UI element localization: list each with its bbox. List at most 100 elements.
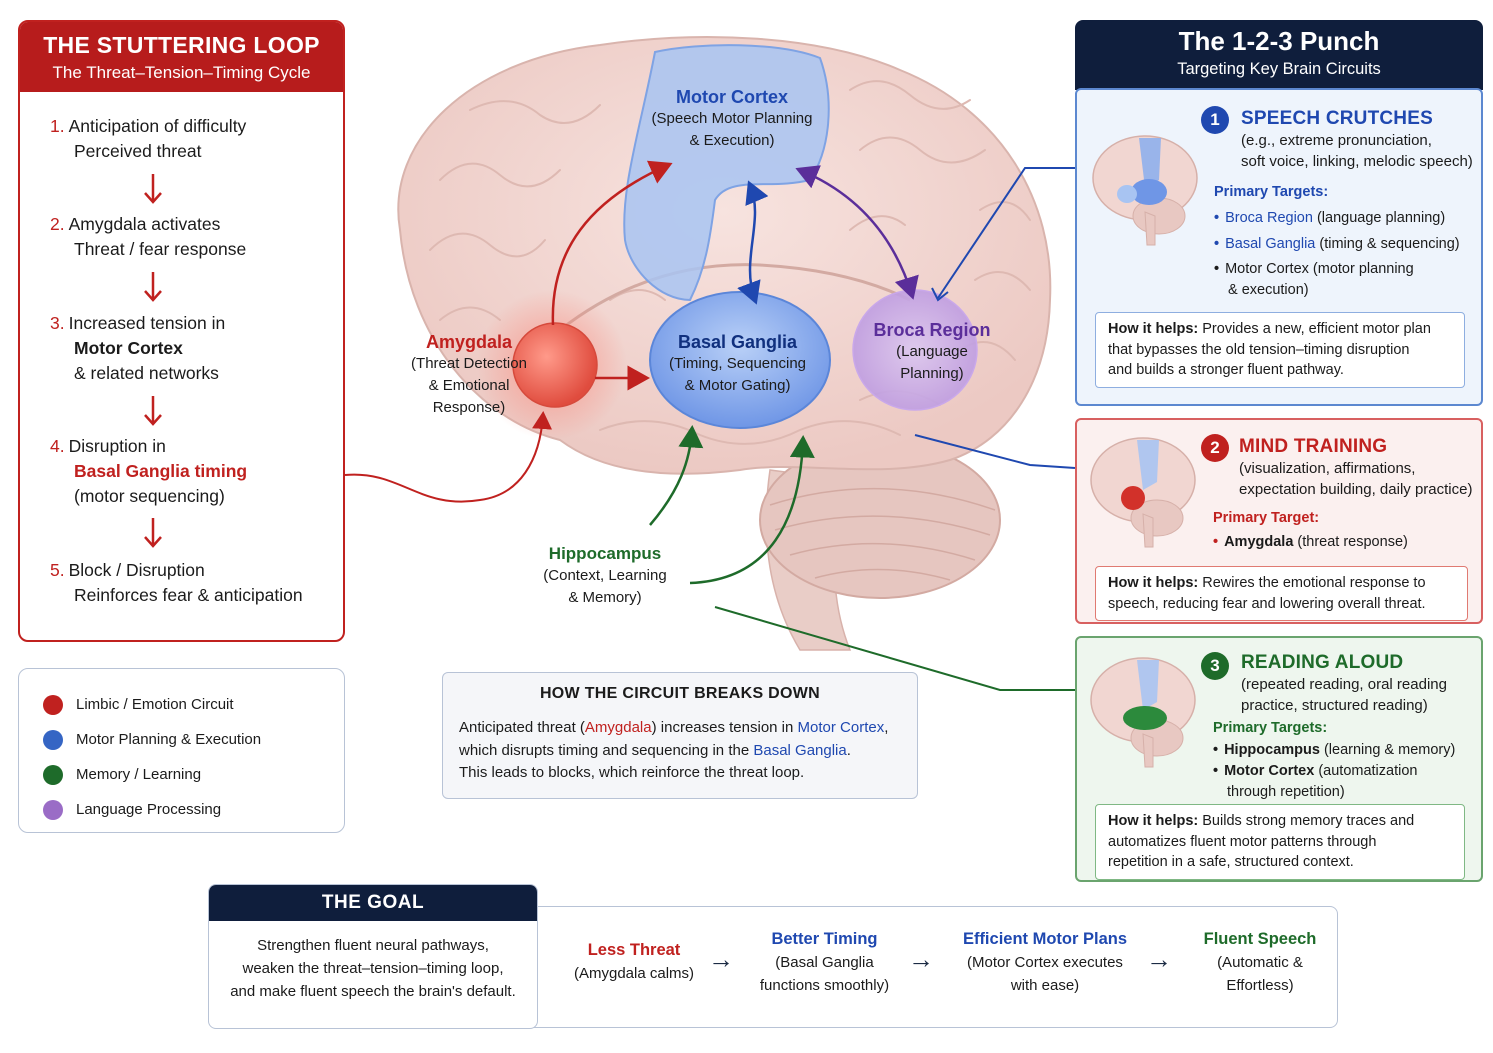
green-dot-icon	[43, 764, 63, 785]
step-title: Disruption in	[68, 436, 166, 456]
basal-ganglia-label: Basal Ganglia (Timing, Sequencing & Moto…	[668, 332, 806, 394]
step-detail: Motor Cortex	[74, 338, 183, 358]
goal-step-less-threat: Less Threat (Amygdala calms)	[573, 941, 695, 982]
goal-title: THE GOAL	[209, 885, 537, 921]
blue-dot-icon	[43, 729, 63, 750]
stuttering-loop-title: THE STUTTERING LOOP	[43, 32, 320, 58]
targets-label: Primary Targets:	[1213, 720, 1328, 736]
purple-dot-icon	[43, 799, 63, 820]
card-description: (repeated reading, oral reading practice…	[1241, 676, 1447, 714]
loop-to-amygdala-connector	[344, 411, 553, 503]
target-item: •Motor Cortex (motor planning & executio…	[1214, 261, 1414, 298]
how-it-helps-box: How it helps: Rewires the emotional resp…	[1095, 566, 1468, 621]
step-number: 4.	[50, 436, 65, 456]
target-item: •Broca Region (language planning)	[1214, 210, 1446, 226]
breakdown-text: Anticipated threat (Amygdala) increases …	[459, 719, 889, 781]
step-detail: Perceived threat	[74, 141, 202, 161]
card-title: SPEECH CRUTCHES	[1241, 108, 1433, 129]
legend-item-limbic: Limbic / Emotion Circuit	[43, 687, 344, 722]
step-detail: Basal Ganglia timing	[74, 461, 248, 481]
card-description: (visualization, affirmations, expectatio…	[1239, 460, 1473, 498]
hippocampus-to-basal-arrow-2	[689, 435, 815, 585]
number-badge: 1	[1201, 106, 1229, 134]
step-title: Increased tension in	[68, 313, 226, 333]
target-item: •Amygdala (threat response)	[1213, 534, 1408, 550]
legend-item-language: Language Processing	[43, 792, 344, 827]
loop-step-1: 1.Anticipation of difficulty Perceived t…	[50, 114, 340, 164]
goal-box: THE GOAL Strengthen fluent neural pathwa…	[208, 884, 538, 1029]
right-arrow-icon: →	[908, 944, 934, 974]
brain-icon	[1090, 437, 1196, 548]
motor-cortex-label: Motor Cortex (Speech Motor Planning & Ex…	[651, 87, 813, 149]
step-number: 2.	[50, 214, 65, 234]
step-detail: & related networks	[74, 363, 219, 383]
goal-step-better-timing: Better Timing (Basal Ganglia functions s…	[759, 930, 890, 994]
hippocampus-label: Hippocampus (Context, Learning & Memory)	[543, 544, 667, 606]
number-badge: 3	[1201, 652, 1229, 680]
mind-training-card: 2 MIND TRAINING (visualization, affirmat…	[1075, 418, 1483, 624]
loop-step-4: 4.Disruption in Basal Ganglia timing (mo…	[50, 434, 340, 509]
loop-step-3: 3.Increased tension in Motor Cortex & re…	[50, 311, 340, 386]
goal-text: Strengthen fluent neural pathways, weake…	[230, 937, 516, 1000]
loop-step-5: 5.Block / Disruption Reinforces fear & a…	[50, 558, 340, 608]
stuttering-loop-panel: THE STUTTERING LOOP The Threat–Tension–T…	[18, 20, 345, 642]
breakdown-title: HOW THE CIRCUIT BREAKS DOWN	[539, 685, 821, 702]
brain-illustration	[344, 36, 1052, 651]
how-it-helps-box: How it helps: Provides a new, efficient …	[1095, 312, 1465, 388]
motor-cortex-region	[623, 44, 830, 302]
legend-label: Memory / Learning	[76, 766, 202, 783]
right-arrow-icon: →	[1146, 944, 1172, 974]
down-arrow-icon	[144, 272, 162, 302]
motor-broca-arrow	[795, 165, 919, 300]
punch-title: The 1-2-3 Punch	[1178, 26, 1380, 56]
punch-header: The 1-2-3 Punch Targeting Key Brain Circ…	[1075, 20, 1483, 90]
down-arrow-icon	[144, 174, 162, 204]
target-item: •Motor Cortex (automatization through re…	[1213, 763, 1418, 800]
legend-label: Language Processing	[76, 801, 222, 818]
loop-step-2: 2.Amygdala activates Threat / fear respo…	[50, 212, 340, 262]
punch-subtitle: Targeting Key Brain Circuits	[1177, 60, 1381, 78]
number-badge: 2	[1201, 434, 1229, 462]
target-item: •Hippocampus (learning & memory)	[1213, 742, 1456, 758]
step-title: Block / Disruption	[68, 560, 205, 580]
hippocampus-to-basal-arrow-1	[649, 425, 704, 526]
targets-label: Primary Target:	[1213, 510, 1320, 526]
legend-label: Motor Planning & Execution	[76, 731, 262, 748]
stuttering-loop-header: THE STUTTERING LOOP The Threat–Tension–T…	[20, 22, 343, 92]
step-detail: Threat / fear response	[74, 239, 247, 259]
card-title: READING ALOUD	[1241, 652, 1404, 673]
how-it-helps-box: How it helps: Builds strong memory trace…	[1095, 804, 1465, 880]
amygdala-label: Amygdala (Threat Detection & Emotional R…	[411, 332, 527, 416]
brain-icon	[1090, 657, 1196, 768]
legend: Limbic / Emotion Circuit Motor Planning …	[18, 668, 345, 833]
step-number: 3.	[50, 313, 65, 333]
speech-crutches-card: 1 SPEECH CRUTCHES (e.g., extreme pronunc…	[1075, 88, 1483, 406]
card-description: (e.g., extreme pronunciation, soft voice…	[1241, 132, 1473, 170]
targets-label: Primary Targets:	[1214, 184, 1329, 200]
broca-region-label: Broca Region (Language Planning)	[873, 320, 991, 382]
circuit-breakdown-box: HOW THE CIRCUIT BREAKS DOWN Anticipated …	[442, 672, 918, 799]
step-title: Amygdala activates	[68, 214, 221, 234]
legend-item-memory: Memory / Learning	[43, 757, 344, 792]
goal-step-fluent-speech: Fluent Speech (Automatic & Effortless)	[1203, 930, 1317, 994]
step-title: Anticipation of difficulty	[68, 116, 247, 136]
down-arrow-icon	[144, 518, 162, 548]
legend-label: Limbic / Emotion Circuit	[76, 696, 234, 713]
brain-icon	[1092, 135, 1198, 246]
card-title: MIND TRAINING	[1239, 436, 1388, 457]
target-item: •Basal Ganglia (timing & sequencing)	[1214, 236, 1460, 252]
down-arrow-icon	[144, 396, 162, 426]
reading-aloud-card: 3 READING ALOUD (repeated reading, oral …	[1075, 636, 1483, 882]
stuttering-loop-subtitle: The Threat–Tension–Timing Cycle	[52, 63, 311, 82]
legend-item-motor: Motor Planning & Execution	[43, 722, 344, 757]
right-arrow-icon: →	[708, 944, 734, 974]
goal-step-efficient-motor-plans: Efficient Motor Plans (Motor Cortex exec…	[962, 930, 1128, 994]
motor-basal-arrow	[737, 180, 769, 305]
amygdala-region	[512, 322, 598, 408]
red-dot-icon	[43, 694, 63, 715]
amygdala-to-motor-arrow	[551, 160, 673, 326]
step-number: 1.	[50, 116, 65, 136]
step-number: 5.	[50, 560, 65, 580]
step-detail: (motor sequencing)	[74, 486, 225, 506]
step-detail: Reinforces fear & anticipation	[74, 585, 303, 605]
